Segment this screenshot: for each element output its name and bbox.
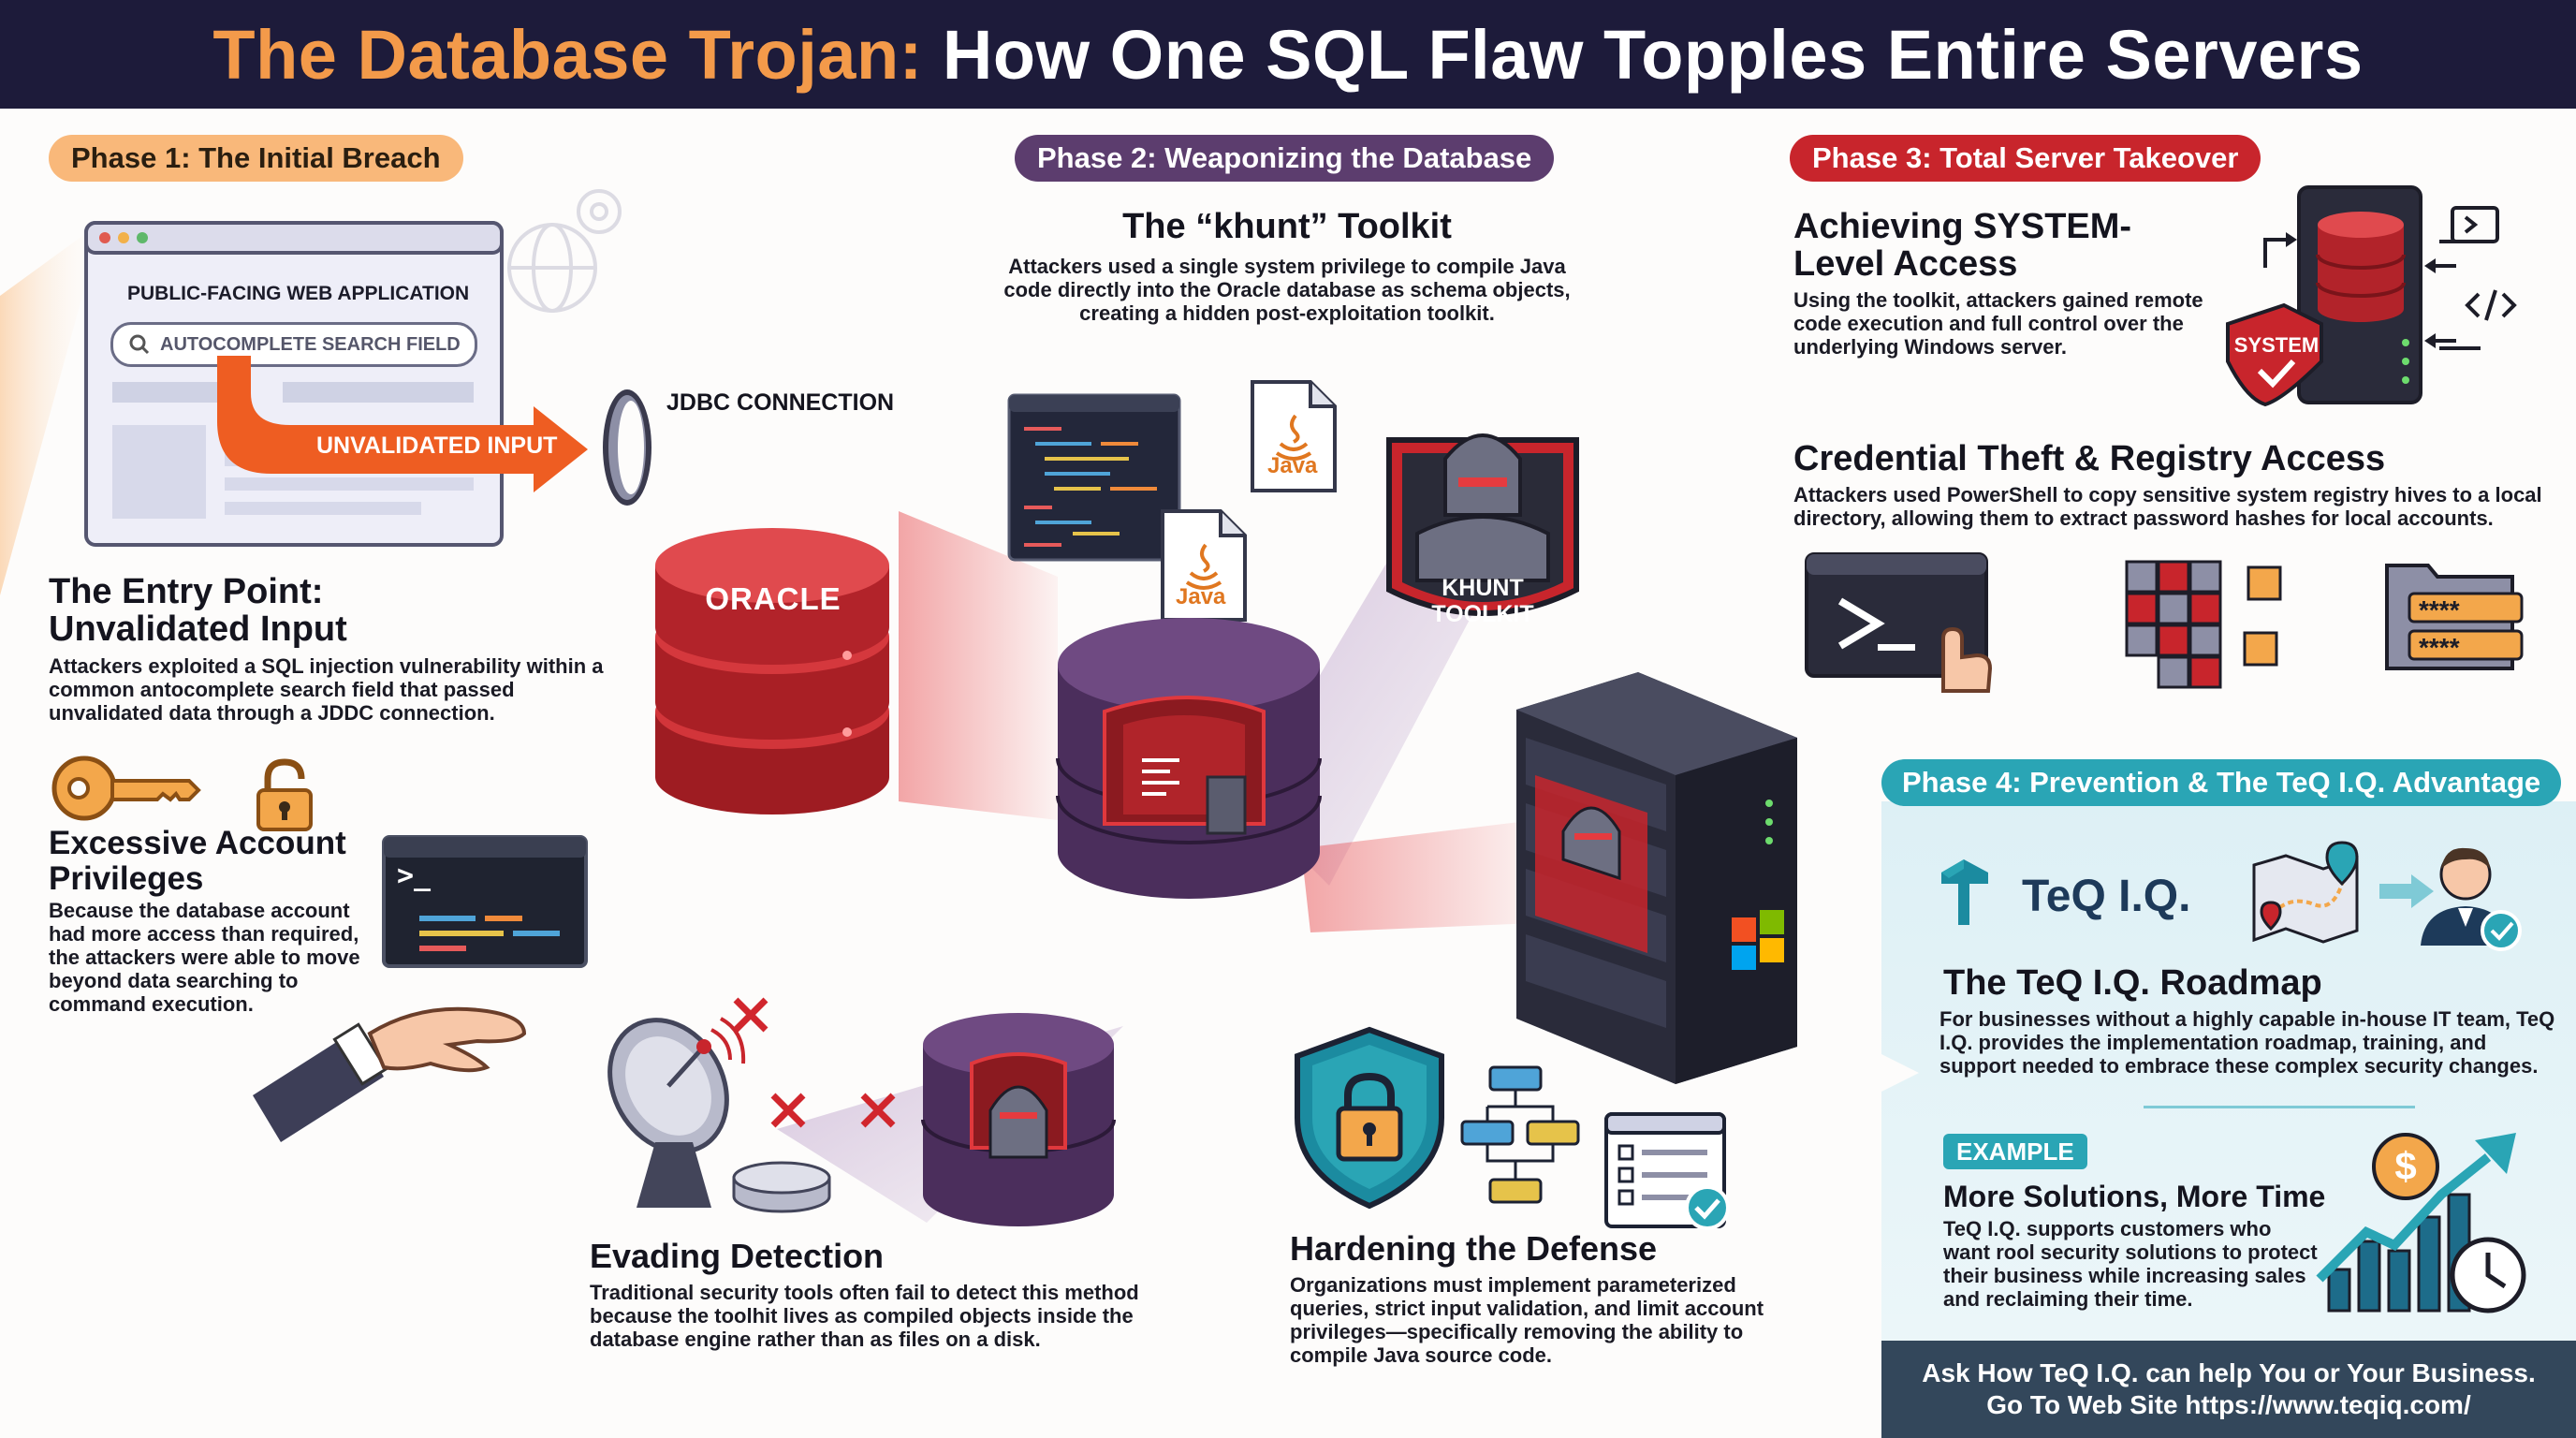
evading-title: Evading Detection <box>590 1237 885 1275</box>
cta-banner[interactable]: Ask How TeQ I.Q. can help You or Your Bu… <box>1881 1341 2576 1438</box>
checklist-icon <box>1604 1112 1730 1230</box>
java-file-icon <box>1251 380 1337 492</box>
system-access-title: Achieving SYSTEM-Level Access <box>1793 207 2132 284</box>
title-rest: How One SQL Flaw Topples Entire Servers <box>942 15 2364 94</box>
terminal-prompt: >_ <box>397 859 432 892</box>
unvalidated-input-label: UNVALIDATED INPUT <box>316 433 558 459</box>
jdbc-ring-icon <box>603 389 651 506</box>
system-server-icon <box>2226 185 2517 407</box>
search-icon <box>129 334 150 355</box>
disk-icon <box>732 1161 831 1213</box>
cubes-icon <box>2125 560 2282 689</box>
powershell-icon <box>1805 552 1993 693</box>
hand-icon <box>253 1006 527 1142</box>
red-x-icon <box>860 1093 896 1128</box>
title-bar: The Database Trojan: How One SQL Flaw To… <box>0 0 2576 109</box>
toolkit-body: Attackers used a single system privilege… <box>1003 255 1571 325</box>
hardening-body: Organizations must implement parameteriz… <box>1290 1273 1764 1367</box>
java-file-icon <box>1161 509 1247 622</box>
compromised-database-icon <box>1056 618 1322 899</box>
phase4-divider <box>2144 1106 2415 1108</box>
java-label-1: Java <box>1267 453 1318 478</box>
page-title: The Database Trojan: How One SQL Flaw To… <box>212 15 2363 95</box>
arrow-right-icon <box>2379 874 2434 908</box>
search-placeholder: AUTOCOMPLETE SEARCH FIELD <box>160 333 461 355</box>
phase-4-pill: Phase 4: Prevention & The TeQ I.Q. Advan… <box>1881 759 2562 806</box>
support-agent-icon <box>2421 847 2522 951</box>
entry-point-body: Attackers exploited a SQL injection vuln… <box>49 654 604 725</box>
teqiq-brand: TeQ I.Q. <box>2022 872 2191 921</box>
khunt-label-1: KHUNT <box>1442 575 1524 601</box>
red-x-icon <box>733 997 768 1033</box>
toolkit-title: The “khunt” Toolkit <box>1122 207 1452 246</box>
password-folder-icon <box>2385 564 2524 670</box>
search-field[interactable]: AUTOCOMPLETE SEARCH FIELD <box>110 322 477 367</box>
server-rack-icon <box>1516 672 1797 1084</box>
web-app-label: PUBLIC-FACING WEB APPLICATION <box>127 283 470 304</box>
padlock-icon <box>256 758 313 831</box>
oracle-label: ORACLE <box>705 581 842 616</box>
gear-globe-icon <box>507 189 622 313</box>
password-mask-1: **** <box>2419 595 2460 624</box>
phase-2-pill: Phase 2: Weaponizing the Database <box>1015 135 1555 182</box>
clock-icon <box>2450 1237 2526 1313</box>
phase-1-pill: Phase 1: The Initial Breach <box>49 135 463 182</box>
credential-body: Attackers used PowerShell to copy sensit… <box>1793 483 2542 530</box>
example-body: TeQ I.Q. supports customers who want roo… <box>1943 1217 2318 1311</box>
roadmap-body: For businesses without a highly capable … <box>1939 1007 2555 1078</box>
hidden-database-icon <box>921 1013 1116 1226</box>
code-window-icon <box>1007 393 1181 562</box>
privileges-title: Excessive Account Privileges <box>49 825 346 897</box>
unvalidated-input-arrow <box>217 356 588 492</box>
windows-logo-icon <box>1732 910 1784 970</box>
example-badge: EXAMPLE <box>1943 1134 2087 1169</box>
privileges-body: Because the database account had more ac… <box>49 899 360 1016</box>
teqiq-logo-icon <box>1941 859 1988 925</box>
evading-body: Traditional security tools often fail to… <box>590 1281 1139 1351</box>
flowchart-icon <box>1460 1065 1580 1204</box>
password-mask-2: **** <box>2419 633 2460 662</box>
terminal-icon <box>382 835 588 968</box>
title-accent: The Database Trojan: <box>212 15 923 94</box>
java-label-2: Java <box>1176 584 1226 609</box>
khunt-label-2: TOOLKIT <box>1431 601 1534 627</box>
shield-lock-icon <box>1295 1026 1444 1210</box>
knight-icon <box>1386 433 1579 616</box>
jdbc-label: JDBC CONNECTION <box>666 389 895 416</box>
system-access-body: Using the toolkit, attackers gained remo… <box>1793 288 2203 359</box>
oracle-database-icon <box>655 528 889 814</box>
entry-point-title: The Entry Point: Unvalidated Input <box>49 572 347 649</box>
satellite-dish-icon <box>607 1017 746 1208</box>
hardening-title: Hardening the Defense <box>1290 1229 1658 1268</box>
cta-line-1: Ask How TeQ I.Q. can help You or Your Bu… <box>1922 1358 2536 1387</box>
system-badge: SYSTEM <box>2233 333 2320 357</box>
roadmap-title: The TeQ I.Q. Roadmap <box>1943 963 2322 1003</box>
map-pin-icon <box>2252 841 2359 944</box>
red-x-icon <box>770 1093 806 1128</box>
code-icon <box>2439 206 2517 350</box>
growth-chart-icon: $ <box>2316 1133 2526 1313</box>
phase-3-pill: Phase 3: Total Server Takeover <box>1790 135 2261 182</box>
dollar-coin-icon: $ <box>2372 1133 2439 1200</box>
svg-text:$: $ <box>2394 1144 2416 1188</box>
cta-line-2[interactable]: Go To Web Site https://www.teqiq.com/ <box>1986 1390 2471 1419</box>
credential-title: Credential Theft & Registry Access <box>1793 439 2386 478</box>
example-title: More Solutions, More Time <box>1943 1180 2326 1213</box>
key-icon <box>51 756 201 821</box>
